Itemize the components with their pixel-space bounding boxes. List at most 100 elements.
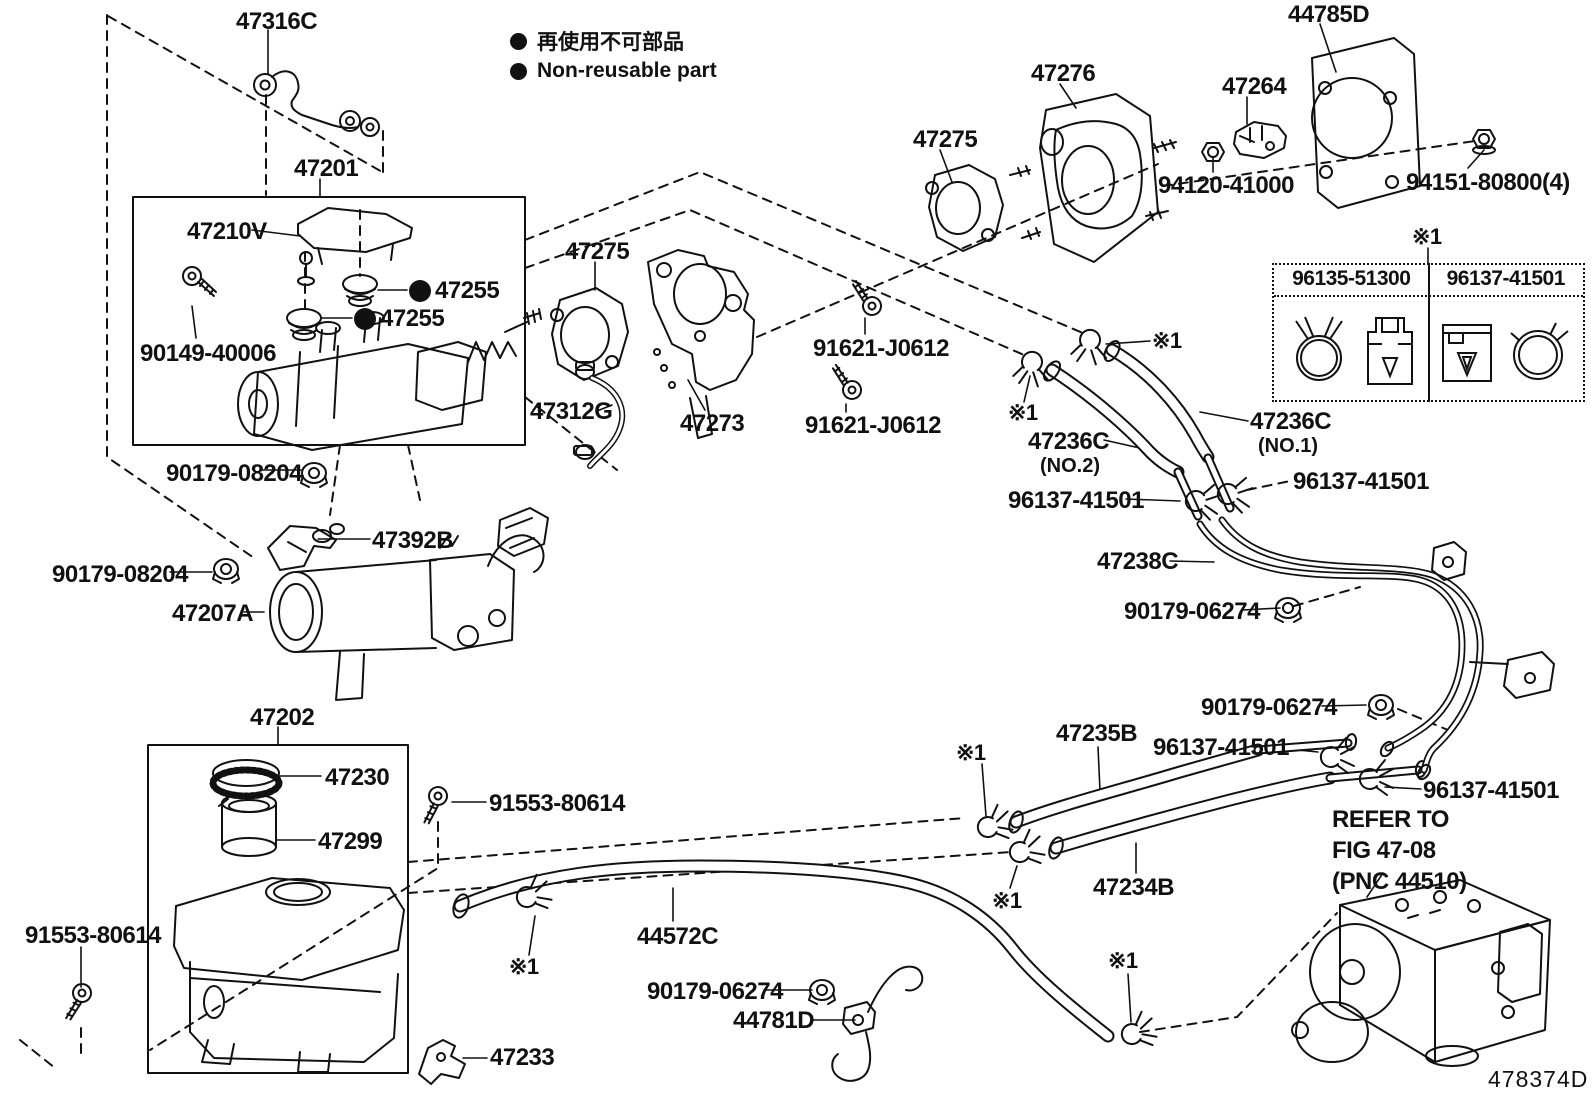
part-47264-clamp bbox=[1233, 121, 1287, 159]
part-47275-gasket-tr bbox=[925, 164, 1004, 252]
part-94151-nut bbox=[1472, 129, 1496, 155]
group-box-47201 bbox=[132, 196, 526, 446]
part-90179-08204-nut-a bbox=[300, 462, 328, 488]
part-91553-bolt-a bbox=[415, 783, 454, 826]
part-label-47273: 47273 bbox=[680, 410, 745, 437]
part-47202-reservoir bbox=[173, 877, 405, 1073]
part-47392b-bracket bbox=[267, 523, 345, 571]
part-47234b-hose bbox=[1048, 760, 1428, 860]
part-label-47230: 47230 bbox=[325, 764, 390, 791]
part-label-47236c-no1-sub: (NO.1) bbox=[1258, 435, 1318, 457]
part-90149-40006-bolt bbox=[182, 266, 217, 297]
table-cell-96137-41501 bbox=[1429, 297, 1584, 402]
part-47312g-tube bbox=[573, 361, 626, 469]
refer-note: REFER TO FIG 47-08 (PNC 44510) bbox=[1332, 804, 1467, 897]
part-label-47236c-no2: 47236C bbox=[1028, 428, 1110, 455]
part-44781d-bracket bbox=[831, 965, 924, 1082]
part-label-47275-tr: 47275 bbox=[913, 126, 978, 153]
legend-row-jp: 再使用不可部品 bbox=[510, 26, 717, 56]
part-label-47202: 47202 bbox=[250, 704, 315, 731]
part-label-47312g: 47312G bbox=[530, 398, 613, 425]
part-90179-06274-nut-b bbox=[1367, 694, 1395, 720]
group-box-47202 bbox=[147, 744, 409, 1074]
clamp-47235b bbox=[972, 801, 1016, 847]
part-47207a-booster bbox=[269, 507, 549, 701]
part-label-47255-a: 47255 bbox=[409, 277, 500, 305]
part-label-91553-80614-a: 91553-80614 bbox=[489, 790, 625, 817]
part-label-47201: 47201 bbox=[294, 155, 359, 182]
part-90179-06274-nut-a bbox=[1274, 597, 1302, 623]
part-label-96137-41501-c: 96137-41501 bbox=[1153, 734, 1289, 761]
part-label-47236c-no1: 47236C bbox=[1250, 408, 1332, 435]
refer-note-line2: FIG 47-08 bbox=[1332, 837, 1436, 864]
part-47273-bracket bbox=[647, 249, 755, 439]
ref-mark-c: ※1 bbox=[956, 740, 986, 765]
part-47236c-hose-no1 bbox=[1103, 340, 1235, 513]
clamp-reference-table: 96135-51300 96137-41501 bbox=[1272, 263, 1585, 402]
part-label-90149-40006: 90149-40006 bbox=[140, 340, 276, 367]
non-reusable-dot-icon bbox=[354, 308, 376, 330]
part-label-94120-41000: 94120-41000 bbox=[1158, 172, 1294, 199]
part-47299-filter bbox=[218, 793, 277, 857]
part-label-94151-80800: 94151-80800(4) bbox=[1406, 169, 1570, 196]
legend-text-jp: 再使用不可部品 bbox=[537, 31, 684, 54]
part-label-90179-08204-a: 90179-08204 bbox=[166, 460, 302, 487]
clamp-47234b bbox=[1004, 826, 1048, 872]
part-label-90179-06274-c: 90179-06274 bbox=[647, 978, 783, 1005]
part-47255-grommet-b bbox=[286, 308, 322, 341]
part-label-47235b: 47235B bbox=[1056, 720, 1138, 747]
part-label-47238c: 47238C bbox=[1097, 548, 1179, 575]
part-abs-actuator bbox=[1291, 879, 1551, 1067]
table-divider bbox=[1428, 263, 1430, 402]
part-label-47233: 47233 bbox=[490, 1044, 555, 1071]
part-44785d-plate bbox=[1311, 37, 1421, 209]
part-label-44572c: 44572C bbox=[637, 923, 719, 950]
legend-non-reusable: 再使用不可部品 Non-reusable part bbox=[510, 26, 717, 83]
part-label-96137-41501-a: 96137-41501 bbox=[1008, 487, 1144, 514]
part-label-47316c: 47316C bbox=[236, 8, 318, 35]
part-47276-plate bbox=[1009, 93, 1177, 263]
part-master-cylinder-body bbox=[237, 308, 542, 451]
ref-mark-table: ※1 bbox=[1412, 224, 1442, 249]
part-47230-cap bbox=[209, 759, 283, 800]
part-91621-bolt-a bbox=[845, 279, 887, 319]
part-label-44785d: 44785D bbox=[1288, 1, 1370, 28]
part-label-47210v: 47210V bbox=[187, 218, 267, 245]
part-label-47264: 47264 bbox=[1222, 73, 1287, 100]
part-91553-bolt-b bbox=[59, 981, 97, 1022]
part-47316c-tube bbox=[253, 70, 380, 137]
part-label-47234b: 47234B bbox=[1093, 874, 1175, 901]
legend-text-en: Non-reusable part bbox=[537, 59, 717, 82]
part-90179-08204-nut-b bbox=[212, 558, 240, 584]
part-label-47236c-no2-sub: (NO.2) bbox=[1040, 455, 1100, 477]
part-47255-grommet-a bbox=[342, 274, 378, 307]
ref-mark-b: ※1 bbox=[1008, 400, 1038, 425]
part-label-96137-41501-b: 96137-41501 bbox=[1293, 468, 1429, 495]
clamp-47236c-no1 bbox=[1069, 326, 1112, 367]
clamp-44572c-right bbox=[1116, 1008, 1160, 1054]
part-label-47255-b: 47255 bbox=[354, 305, 445, 333]
part-94120-nut bbox=[1201, 142, 1225, 162]
non-reusable-dot-icon bbox=[409, 280, 431, 302]
ear-clamp-icon bbox=[1295, 316, 1343, 381]
ref-mark-f: ※1 bbox=[1108, 948, 1138, 973]
dashed-zone-lines bbox=[19, 14, 1476, 1069]
part-91621-bolt-b bbox=[825, 363, 867, 403]
leader-lines bbox=[80, 23, 1485, 1059]
part-label-47276: 47276 bbox=[1031, 60, 1096, 87]
ring-clamp-icon bbox=[1510, 322, 1569, 380]
part-label-96137-41501-d: 96137-41501 bbox=[1423, 777, 1559, 804]
part-label-90179-06274-b: 90179-06274 bbox=[1201, 694, 1337, 721]
refer-note-line3: (PNC 44510) bbox=[1332, 868, 1467, 895]
refer-note-line1: REFER TO bbox=[1332, 806, 1449, 833]
diagram-code: 478374D bbox=[1488, 1066, 1589, 1092]
part-label-47275-mid: 47275 bbox=[565, 238, 630, 265]
part-label-90179-06274-a: 90179-06274 bbox=[1124, 598, 1260, 625]
part-47235b-hose bbox=[1008, 733, 1358, 834]
filled-circle-icon bbox=[510, 62, 527, 80]
part-label-91621-j0612-b: 91621-J0612 bbox=[805, 412, 941, 439]
part-label-91553-80614-b: 91553-80614 bbox=[25, 922, 161, 949]
table-header-96137-41501: 96137-41501 bbox=[1446, 267, 1566, 290]
